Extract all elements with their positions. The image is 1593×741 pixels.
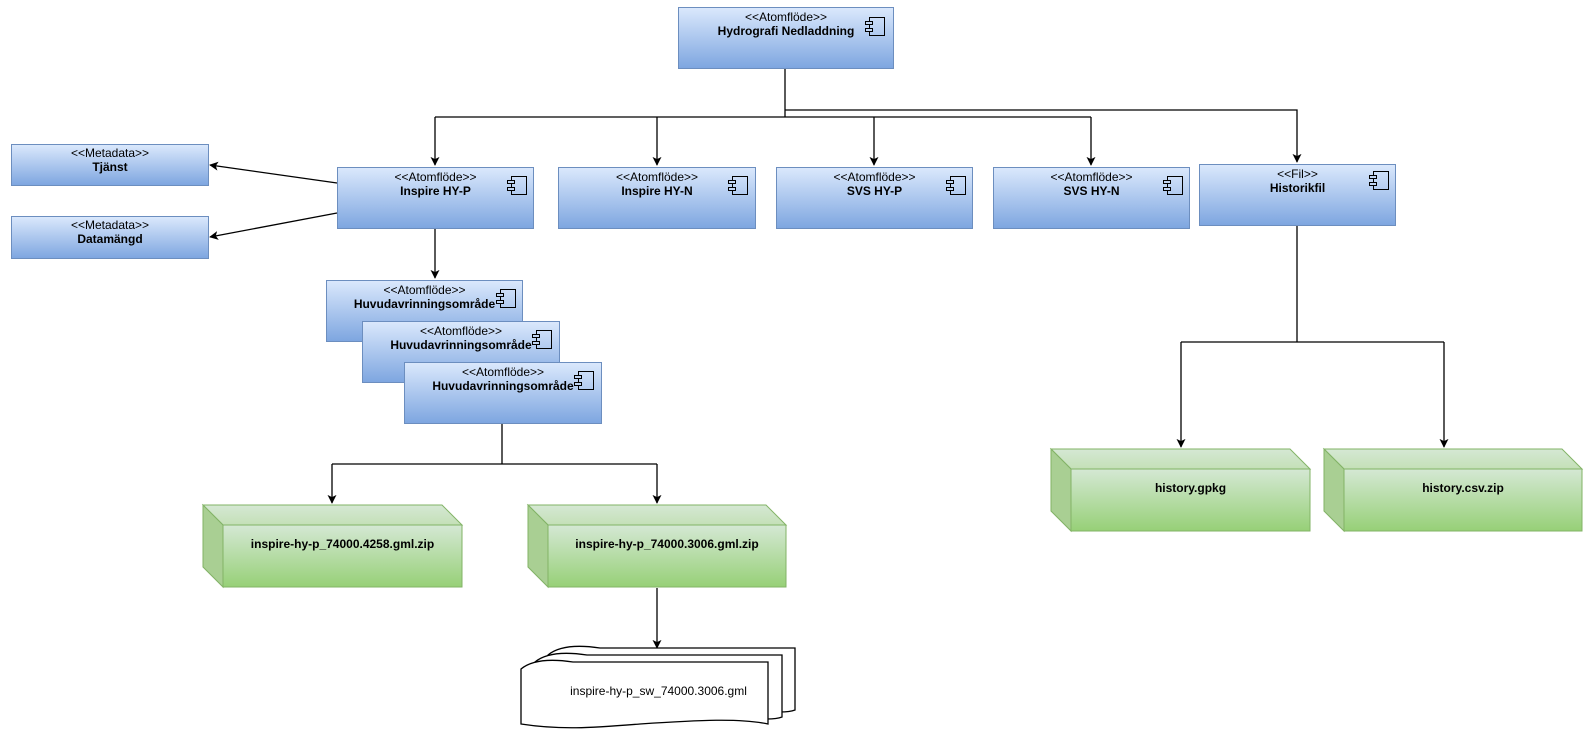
document-label[interactable]: inspire-hy-p_sw_74000.3006.gml xyxy=(570,684,747,698)
feed-svs-hy-n[interactable]: <<Atomflöde>> SVS HY-N xyxy=(993,167,1190,229)
component-icon xyxy=(865,17,885,36)
component-icon xyxy=(728,176,748,195)
subfeed-name: Huvudavrinningsområde xyxy=(432,379,574,393)
metadata-datamangd[interactable]: <<Metadata>> Datamängd xyxy=(11,216,209,259)
file-label-history-csv-zip[interactable]: history.csv.zip xyxy=(1422,481,1504,495)
feed-stereotype: <<Atomflöde>> xyxy=(1050,170,1133,184)
feed-name: Historikfil xyxy=(1269,181,1326,195)
subfeed-name: Huvudavrinningsområde xyxy=(390,338,532,352)
subfeed-name: Huvudavrinningsområde xyxy=(353,297,496,311)
file-box-4 xyxy=(1322,447,1584,533)
file-box-1 xyxy=(201,503,464,589)
feed-inspire-hy-n[interactable]: <<Atomflöde>> Inspire HY-N xyxy=(558,167,756,229)
component-icon xyxy=(1163,176,1183,195)
feed-stereotype: <<Atomflöde>> xyxy=(833,170,916,184)
root-name: Hydrografi Nedladdning xyxy=(717,24,855,38)
feed-stereotype: <<Fil>> xyxy=(1277,167,1318,181)
feed-historikfil[interactable]: <<Fil>> Historikfil xyxy=(1199,164,1396,226)
multi-document-shape xyxy=(520,645,796,729)
feed-name: Inspire HY-N xyxy=(621,184,693,198)
component-icon xyxy=(946,176,966,195)
metadata-tjanst[interactable]: <<Metadata>> Tjänst xyxy=(11,144,209,186)
component-icon xyxy=(532,330,552,349)
feed-name: Inspire HY-P xyxy=(400,184,471,198)
metadata-stereotype: <<Metadata>> xyxy=(70,146,150,160)
component-icon xyxy=(1369,171,1389,190)
feed-name: SVS HY-N xyxy=(1063,184,1120,198)
feed-svs-hy-p[interactable]: <<Atomflöde>> SVS HY-P xyxy=(776,167,973,229)
feed-inspire-hy-p[interactable]: <<Atomflöde>> Inspire HY-P xyxy=(337,167,534,229)
feed-stereotype: <<Atomflöde>> xyxy=(615,170,699,184)
metadata-name: Tjänst xyxy=(92,160,128,174)
subfeed-stereotype: <<Atomflöde>> xyxy=(383,283,466,297)
root-stereotype: <<Atomflöde>> xyxy=(744,10,828,24)
file-box-2 xyxy=(526,503,788,589)
component-icon xyxy=(496,289,516,308)
component-icon xyxy=(574,371,594,390)
metadata-stereotype: <<Metadata>> xyxy=(70,218,150,232)
feed-stereotype: <<Atomflöde>> xyxy=(394,170,477,184)
subfeed-stereotype: <<Atomflöde>> xyxy=(419,324,503,338)
root-atom-feed[interactable]: <<Atomflöde>> Hydrografi Nedladdning xyxy=(678,7,894,69)
file-box-3 xyxy=(1049,447,1312,533)
file-label-3006-zip[interactable]: inspire-hy-p_74000.3006.gml.zip xyxy=(575,537,759,551)
subfeed-huvudavrinningsomrade-3[interactable]: <<Atomflöde>> Huvudavrinningsområde xyxy=(404,362,602,424)
metadata-name: Datamängd xyxy=(77,232,143,246)
subfeed-stereotype: <<Atomflöde>> xyxy=(461,365,545,379)
file-label-4258-zip[interactable]: inspire-hy-p_74000.4258.gml.zip xyxy=(250,537,435,551)
component-icon xyxy=(507,176,527,195)
file-label-history-gpkg[interactable]: history.gpkg xyxy=(1154,481,1227,495)
feed-name: SVS HY-P xyxy=(846,184,903,198)
